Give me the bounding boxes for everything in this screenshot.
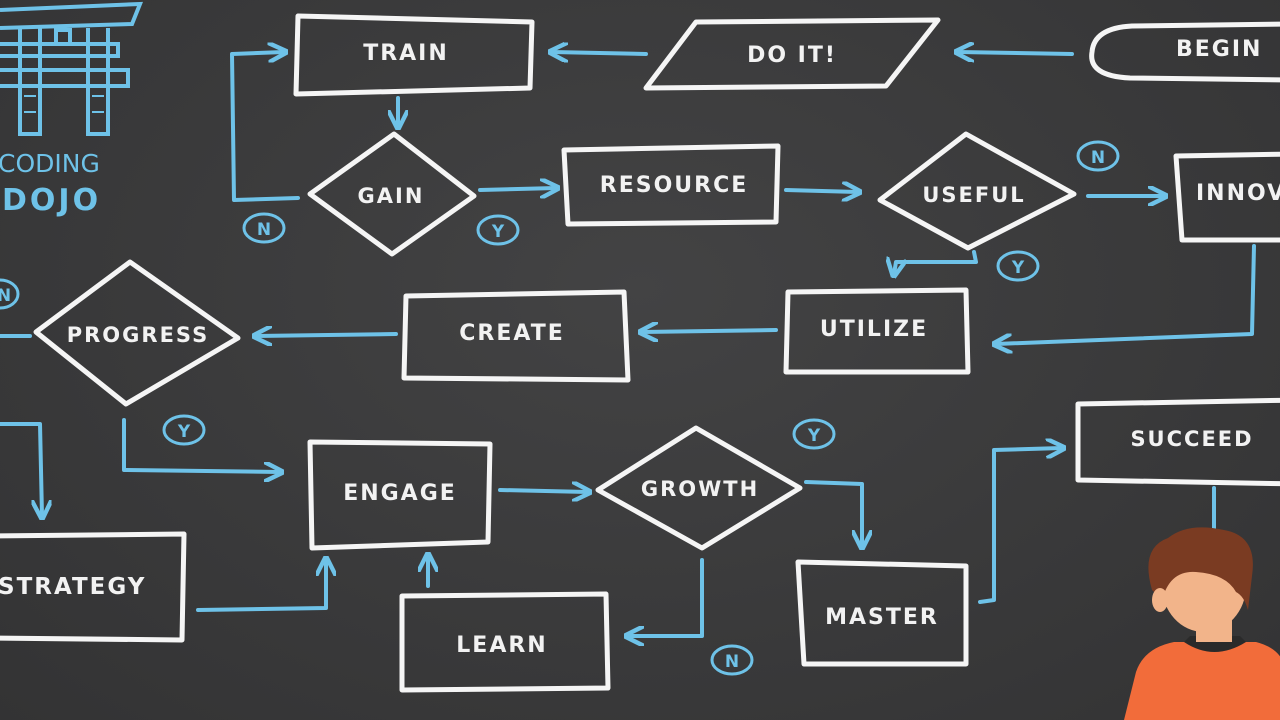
- growth-label: GROWTH: [641, 477, 759, 501]
- node-engage: ENGAGE: [307, 439, 493, 551]
- progress-no-marker: N: [0, 278, 20, 310]
- arrow-gain-resource: [478, 188, 556, 190]
- useful-diamond: [877, 131, 1077, 251]
- svg-text:N: N: [0, 286, 11, 306]
- arrow-innovate-utilize: [996, 244, 1256, 344]
- arrow-progress-engage: [122, 418, 280, 472]
- person-illustration: [1124, 527, 1280, 720]
- innovate-box: [1173, 151, 1280, 243]
- create-label: CREATE: [459, 321, 564, 346]
- node-succeed: SUCCEED: [1075, 397, 1280, 487]
- do-it-parallelogram: [643, 17, 941, 91]
- svg-text:Y: Y: [177, 422, 191, 442]
- begin-terminal-shape: [1089, 21, 1280, 83]
- engage-box: [307, 439, 493, 551]
- progress-label: PROGRESS: [67, 323, 209, 347]
- resource-label: RESOURCE: [600, 173, 749, 198]
- coding-dojo-logo: CODING DOJO: [0, 1, 144, 218]
- node-do-it: DO IT!: [643, 17, 941, 91]
- resource-box: [561, 143, 781, 227]
- arrow-gain-no-train: [230, 52, 300, 202]
- succeed-label: SUCCEED: [1130, 427, 1253, 451]
- succeed-box: [1075, 397, 1280, 487]
- svg-text:N: N: [1091, 148, 1105, 168]
- master-label: MASTER: [825, 605, 939, 630]
- gain-yes-marker: Y: [476, 214, 520, 246]
- growth-no-marker: N: [710, 644, 754, 676]
- svg-text:Y: Y: [491, 222, 505, 242]
- arrow-growth-learn: [628, 558, 704, 636]
- ear: [1152, 588, 1168, 612]
- node-progress: PROGRESS: [33, 259, 241, 407]
- orange-shirt: [1124, 642, 1280, 720]
- arrow-growth-master: [804, 480, 862, 546]
- arrow-doit-train: [552, 52, 648, 54]
- do-it-label: DO IT!: [747, 43, 837, 68]
- svg-text:N: N: [257, 220, 271, 240]
- useful-no-marker: N: [1076, 140, 1120, 172]
- node-gain: GAIN: [307, 131, 477, 257]
- arrow-begin-doit: [958, 52, 1074, 54]
- decision-markers: N Y N Y N Y Y N: [0, 140, 1120, 676]
- arrow-utilize-create: [642, 330, 778, 332]
- growth-diamond: [595, 425, 803, 551]
- svg-text:Y: Y: [1011, 258, 1025, 278]
- progress-yes-marker: Y: [162, 414, 206, 446]
- learn-label: LEARN: [456, 633, 547, 658]
- svg-text:N: N: [725, 652, 739, 672]
- utilize-box: [783, 287, 971, 375]
- growth-yes-marker: Y: [792, 418, 836, 450]
- svg-text:Y: Y: [807, 426, 821, 446]
- flow-arrows: [0, 52, 1256, 636]
- arrow-to-strategy: [0, 422, 42, 516]
- node-growth: GROWTH: [595, 425, 803, 551]
- utilize-label: UTILIZE: [820, 317, 928, 342]
- logo-line1: CODING: [0, 149, 100, 178]
- arrow-engage-growth: [498, 490, 588, 492]
- arrow-useful-utilize: [894, 250, 978, 274]
- torii-gate-icon: [0, 1, 144, 136]
- engage-label: ENGAGE: [343, 481, 457, 506]
- arrow-resource-useful: [784, 190, 858, 192]
- learn-box: [399, 591, 611, 693]
- create-box: [401, 289, 631, 383]
- node-utilize: UTILIZE: [783, 287, 971, 375]
- node-train: TRAIN: [293, 13, 535, 97]
- node-learn: LEARN: [399, 591, 611, 693]
- node-begin: BEGIN: [1089, 21, 1280, 83]
- logo-line2: DOJO: [2, 183, 101, 218]
- node-create: CREATE: [401, 289, 631, 383]
- gain-no-marker: N: [242, 212, 286, 244]
- strategy-label: STRATEGY: [0, 574, 146, 600]
- begin-label: BEGIN: [1176, 37, 1262, 62]
- useful-label: USEFUL: [922, 183, 1025, 207]
- node-innovate: INNOV: [1173, 151, 1280, 243]
- useful-yes-marker: Y: [996, 250, 1040, 282]
- node-useful: USEFUL: [877, 131, 1077, 251]
- arrow-strategy-engage: [196, 560, 326, 612]
- arrow-master-succeed: [978, 448, 1062, 604]
- gain-label: GAIN: [358, 184, 425, 208]
- progress-diamond: [33, 259, 241, 407]
- strategy-box: [0, 531, 187, 643]
- train-label: TRAIN: [363, 41, 449, 66]
- innovate-label: INNOV: [1196, 181, 1280, 206]
- node-strategy: STRATEGY: [0, 531, 187, 643]
- master-box: [795, 559, 969, 667]
- hair: [1148, 527, 1253, 610]
- node-resource: RESOURCE: [561, 143, 781, 227]
- gain-diamond: [307, 131, 477, 257]
- arrow-create-progress: [256, 334, 398, 336]
- train-box: [293, 13, 535, 97]
- node-master: MASTER: [795, 559, 969, 667]
